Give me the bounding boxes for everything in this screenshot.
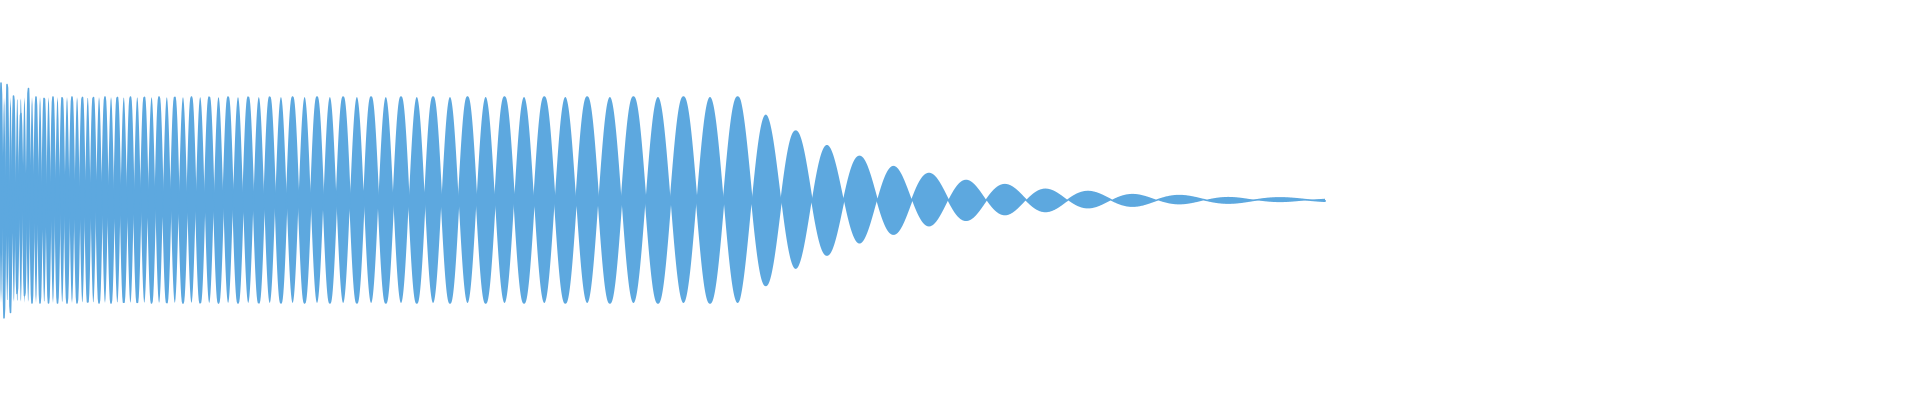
waveform-fill [0, 97, 1325, 303]
waveform-path [0, 82, 1326, 319]
